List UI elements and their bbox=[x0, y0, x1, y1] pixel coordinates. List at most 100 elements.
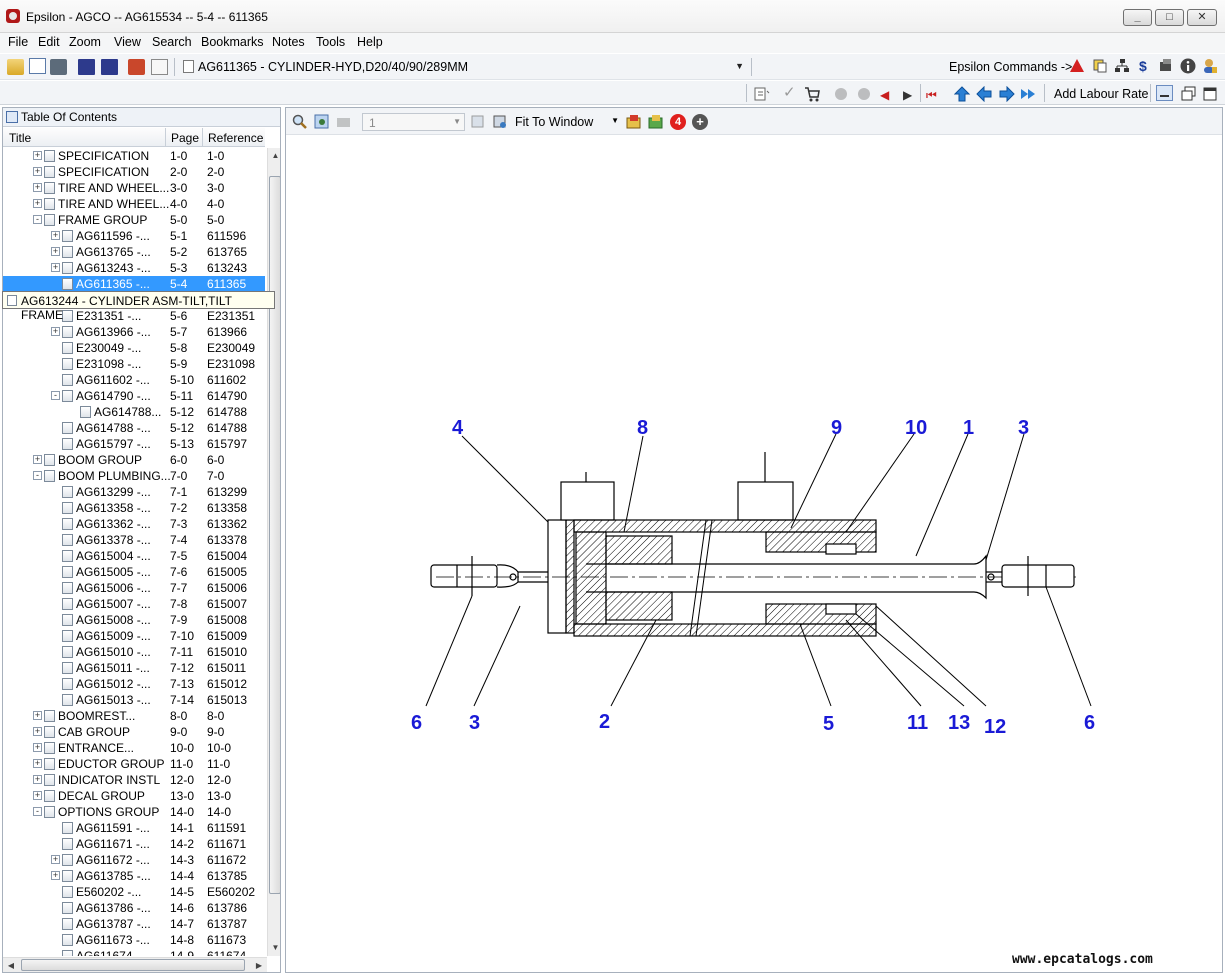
user-icon[interactable] bbox=[1202, 58, 1218, 74]
view-single-icon[interactable] bbox=[1156, 85, 1173, 101]
scroll-left-icon[interactable]: ◀ bbox=[7, 961, 15, 970]
expand-icon[interactable]: + bbox=[33, 150, 42, 160]
collapse-icon[interactable]: - bbox=[33, 807, 42, 816]
callout-label[interactable]: 3 bbox=[469, 712, 480, 734]
pin-icon[interactable] bbox=[101, 59, 118, 75]
export-image-icon[interactable] bbox=[626, 114, 642, 130]
menu-search[interactable]: Search bbox=[152, 35, 192, 49]
column-page[interactable]: Page bbox=[171, 131, 200, 145]
scroll-thumb[interactable] bbox=[269, 176, 280, 894]
copy-icon[interactable] bbox=[1092, 58, 1108, 74]
warning-triangle-icon[interactable] bbox=[1069, 58, 1085, 74]
maximize-button[interactable]: □ bbox=[1155, 9, 1184, 26]
collapse-icon[interactable]: - bbox=[33, 215, 42, 224]
fast-forward-icon[interactable] bbox=[1020, 86, 1037, 102]
callout-label[interactable]: 8 bbox=[637, 417, 648, 439]
add-icon[interactable]: + bbox=[692, 114, 708, 130]
expand-icon[interactable]: + bbox=[33, 710, 42, 720]
info-icon[interactable] bbox=[1180, 58, 1196, 74]
arrow-left-icon[interactable] bbox=[976, 85, 993, 103]
callout-label[interactable]: 13 bbox=[948, 712, 970, 734]
column-divider[interactable] bbox=[165, 128, 166, 147]
next-icon[interactable]: ▶ bbox=[903, 88, 913, 102]
zoom-region-icon[interactable] bbox=[314, 114, 330, 130]
previous-page-icon[interactable] bbox=[470, 114, 486, 130]
chevron-down-icon[interactable]: ▼ bbox=[735, 61, 744, 71]
collapse-icon[interactable]: - bbox=[51, 391, 60, 400]
menu-tools[interactable]: Tools bbox=[316, 35, 346, 49]
first-page-icon[interactable]: ⏮ bbox=[926, 88, 937, 102]
price-icon[interactable]: $ bbox=[1136, 58, 1152, 74]
checkmark-icon[interactable]: ✓ bbox=[783, 84, 796, 101]
book-icon[interactable] bbox=[128, 59, 145, 75]
print-icon[interactable] bbox=[50, 59, 67, 75]
callout-label[interactable]: 3 bbox=[1018, 417, 1029, 439]
column-title[interactable]: Title bbox=[9, 131, 32, 145]
chevron-down-icon[interactable]: ▼ bbox=[453, 117, 461, 126]
view-cascade-icon[interactable] bbox=[1180, 86, 1197, 102]
callout-label[interactable]: 10 bbox=[905, 417, 927, 439]
scroll-thumb[interactable] bbox=[21, 959, 245, 971]
callout-label[interactable]: 5 bbox=[823, 713, 834, 735]
refresh-image-icon[interactable] bbox=[648, 114, 664, 130]
minimize-button[interactable]: _ bbox=[1123, 9, 1152, 26]
column-reference[interactable]: Reference bbox=[208, 131, 264, 145]
notes-edit-icon[interactable] bbox=[754, 86, 771, 102]
menu-help[interactable]: Help bbox=[357, 35, 383, 49]
view-maximize-icon[interactable] bbox=[1202, 86, 1219, 102]
expand-icon[interactable]: + bbox=[51, 230, 60, 240]
expand-icon[interactable]: + bbox=[51, 262, 60, 272]
add-labour-rate-button[interactable]: Add Labour Rate bbox=[1054, 87, 1149, 101]
expand-icon[interactable]: + bbox=[33, 758, 42, 768]
scroll-down-icon[interactable]: ▼ bbox=[271, 943, 280, 952]
expand-icon[interactable]: + bbox=[33, 726, 42, 736]
callout-label[interactable]: 9 bbox=[831, 417, 842, 439]
document-view-icon[interactable] bbox=[29, 58, 46, 74]
zoom-mode-select[interactable]: Fit To Window ▼ bbox=[511, 113, 621, 131]
collapse-icon[interactable]: - bbox=[33, 471, 42, 480]
page-info-icon[interactable] bbox=[151, 59, 168, 75]
expand-icon[interactable]: + bbox=[33, 198, 42, 208]
scroll-right-icon[interactable]: ▶ bbox=[255, 961, 263, 970]
expand-icon[interactable]: + bbox=[33, 774, 42, 784]
previous-icon[interactable]: ◀ bbox=[880, 88, 890, 102]
forward-history-icon[interactable] bbox=[856, 86, 873, 102]
open-folder-icon[interactable] bbox=[7, 59, 24, 75]
menu-zoom[interactable]: Zoom bbox=[69, 35, 101, 49]
arrow-up-icon[interactable] bbox=[953, 86, 971, 102]
menu-bookmarks[interactable]: Bookmarks bbox=[201, 35, 264, 49]
callout-label[interactable]: 2 bbox=[599, 711, 610, 733]
menu-notes[interactable]: Notes bbox=[272, 35, 305, 49]
close-button[interactable]: ✕ bbox=[1187, 9, 1217, 26]
toc-vertical-scrollbar[interactable]: ▲ ▼ bbox=[267, 148, 280, 956]
